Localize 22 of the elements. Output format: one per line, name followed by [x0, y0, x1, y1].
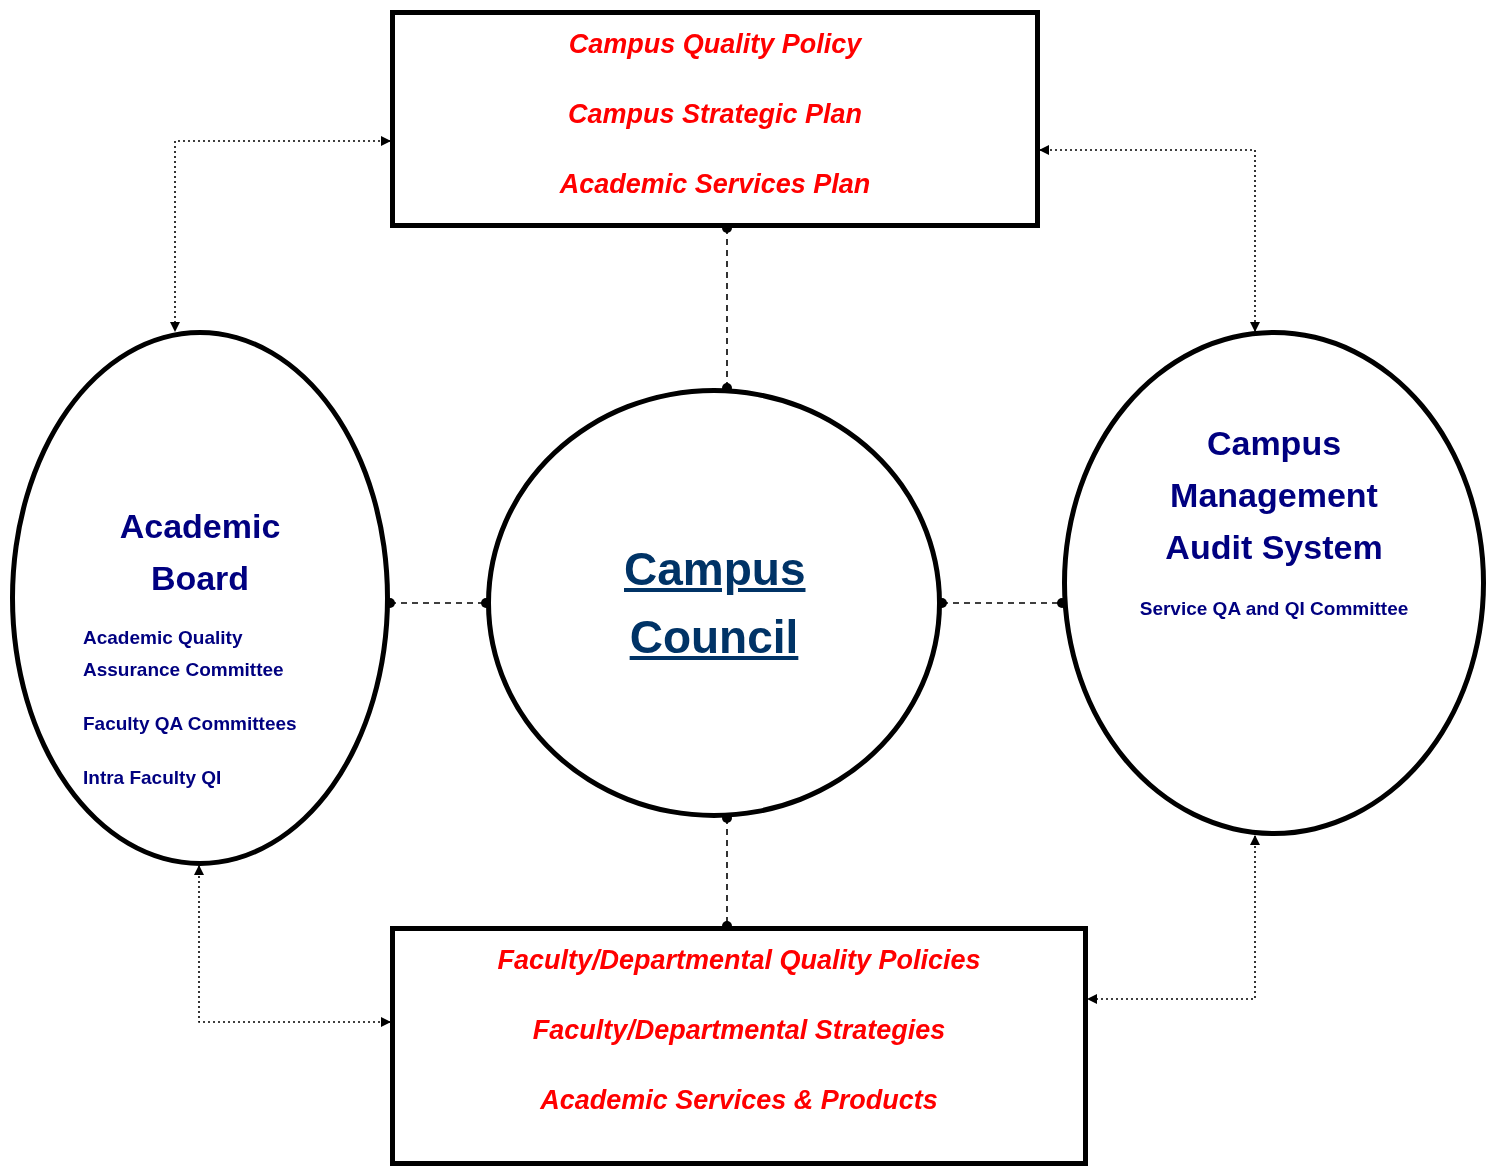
audit-ellipse: [1062, 330, 1486, 836]
audit-title: Campus Management Audit System: [1164, 423, 1384, 568]
plan-box: [390, 926, 1088, 1166]
connector: [170, 136, 391, 332]
committee-text: Faculty QA Committees: [83, 712, 298, 736]
plan-item-text: Campus Quality Policy: [568, 28, 862, 61]
committee-text: Service QA and QI Committee: [1139, 597, 1409, 621]
committee-text: Intra Faculty QI: [83, 766, 223, 790]
council-title: Campus Council: [624, 542, 804, 665]
connector: [1039, 145, 1260, 332]
connector: [194, 865, 391, 1027]
plan-box: [390, 10, 1040, 228]
council-circle: [486, 388, 942, 818]
plan-item-text: Campus Strategic Plan: [567, 98, 863, 131]
board-title: Academic Board: [118, 506, 282, 599]
plan-item-text: Faculty/Departmental Quality Policies: [497, 944, 981, 977]
plan-item-text: Faculty/Departmental Strategies: [532, 1014, 946, 1047]
plan-item-text: Academic Services Plan: [559, 168, 871, 201]
committee-text: Academic Quality Assurance Committee: [83, 626, 285, 682]
connector: [1087, 835, 1260, 1004]
plan-item-text: Academic Services & Products: [540, 1084, 938, 1117]
board-ellipse: [10, 330, 390, 866]
